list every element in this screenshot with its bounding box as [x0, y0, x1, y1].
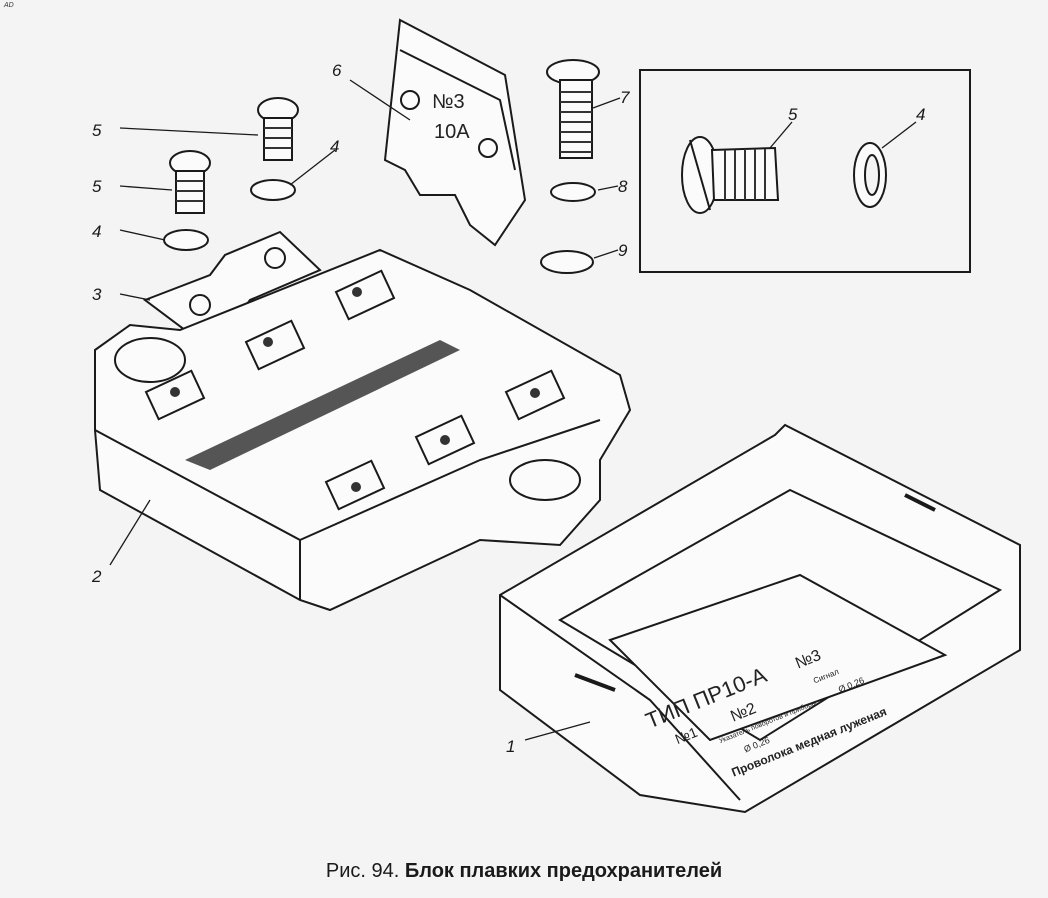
washer-4-upper [250, 179, 296, 201]
callout-6: 6 [332, 61, 342, 80]
screw-5-upper [257, 97, 299, 161]
inset-callout-5: 5 [788, 105, 798, 124]
caption-prefix: Рис. 94. [325, 860, 400, 882]
callout-5-lower: 5 [92, 177, 102, 196]
callout-4-upper: 4 [330, 137, 339, 156]
cover-slot-1: №1 [673, 724, 700, 747]
figure-caption: Рис. 94. Блок плавких предохранителей [0, 860, 1048, 883]
fuse-link: №3 10А [383, 18, 527, 247]
fuse-rating: 10А [434, 121, 470, 143]
fuse-number: №3 [432, 91, 465, 113]
callout-9: 9 [618, 241, 628, 260]
washer-4-lower [163, 229, 209, 251]
callout-2: 2 [91, 567, 102, 586]
inset-callout-4: 4 [916, 105, 925, 124]
screw-7 [546, 59, 600, 159]
callout-8: 8 [618, 177, 628, 196]
inset-screw [681, 136, 780, 214]
fuse-block-base [94, 248, 632, 612]
callout-4-lower: 4 [92, 222, 101, 241]
caption-title: Блок плавких предохранителей [404, 860, 723, 882]
inset-frame [639, 69, 971, 273]
callout-1: 1 [506, 737, 515, 756]
lock-washer-8 [550, 182, 596, 202]
corner-mark: AD [4, 2, 14, 9]
screw-5-lower [169, 150, 211, 214]
callout-3: 3 [92, 285, 102, 304]
callout-7: 7 [620, 88, 630, 107]
callout-5-upper: 5 [92, 121, 102, 140]
washer-9 [540, 250, 594, 274]
inset-lock-washer [853, 142, 887, 208]
fuse-block-cover: ТИП ПР10-А №1 №2 №3 Указатель поворотов … [499, 423, 1021, 814]
